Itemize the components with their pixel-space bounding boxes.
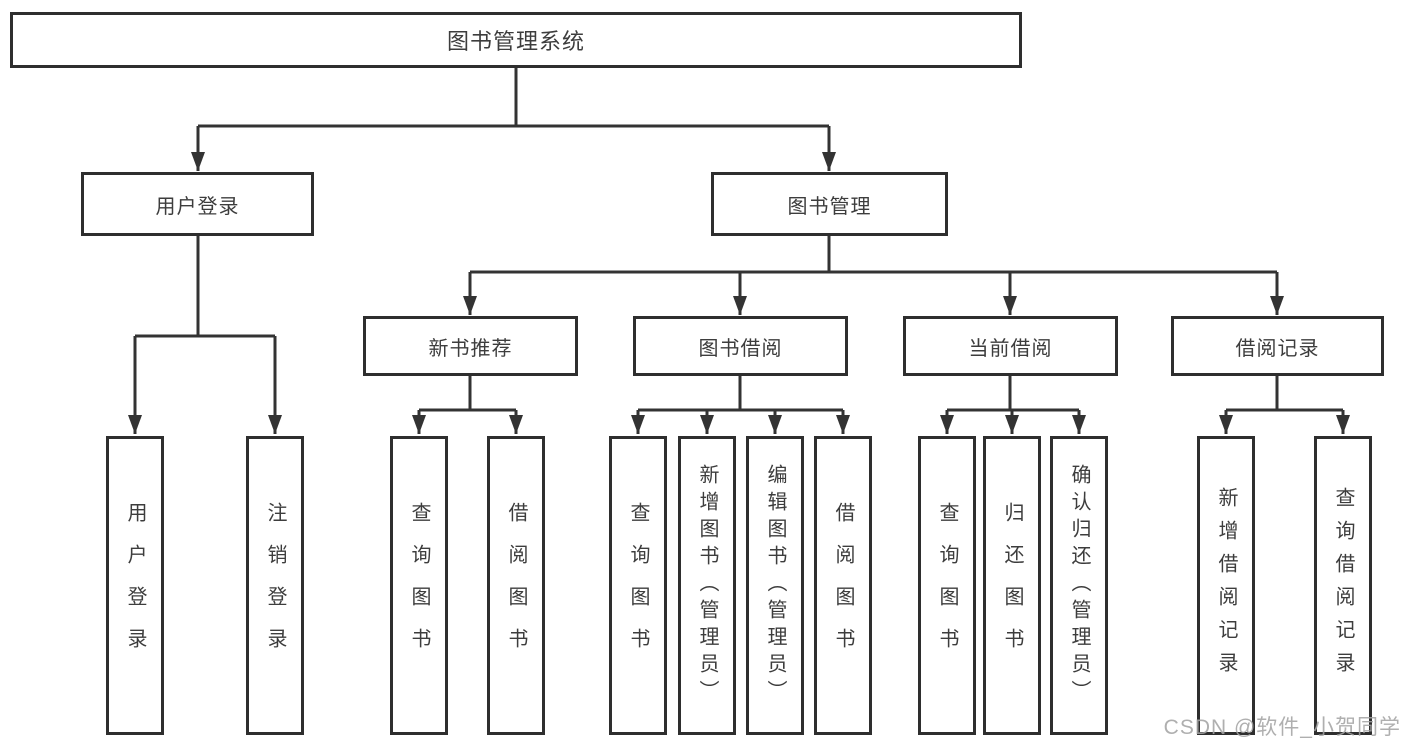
leaf-query-borrow-record: 查询借阅记录 xyxy=(1314,436,1372,735)
node-label: 借阅记录 xyxy=(1235,337,1320,360)
node-label: 新书推荐 xyxy=(428,337,513,360)
node-label: 用户登录 xyxy=(124,501,146,670)
node-label: 查询图书 xyxy=(936,501,958,670)
leaf-query-books-recommend: 查询图书 xyxy=(390,436,448,735)
node-book-management: 图书管理 xyxy=(711,172,948,236)
node-label: 图书借阅 xyxy=(698,337,783,360)
leaf-add-borrow-record: 新增借阅记录 xyxy=(1197,436,1255,735)
node-label: 用户登录 xyxy=(155,195,240,218)
node-label: 注销登录 xyxy=(264,501,286,670)
leaf-borrow-books-recommend: 借阅图书 xyxy=(487,436,545,735)
leaf-query-books-current: 查询图书 xyxy=(918,436,976,735)
node-label: 图书管理 xyxy=(787,195,872,218)
node-label: 查询图书 xyxy=(408,501,430,670)
leaf-logout: 注销登录 xyxy=(246,436,304,735)
leaf-user-login: 用户登录 xyxy=(106,436,164,735)
node-label: 借阅图书 xyxy=(832,501,854,670)
leaf-query-books-borrow: 查询图书 xyxy=(609,436,667,735)
node-borrow-records: 借阅记录 xyxy=(1171,316,1384,376)
node-label: 查询借阅记录 xyxy=(1332,486,1354,685)
node-label: 借阅图书 xyxy=(505,501,527,670)
leaf-edit-book-admin: 编辑图书（管理员） xyxy=(746,436,804,735)
node-label: 归还图书 xyxy=(1001,501,1023,670)
node-label: 确认归还（管理员） xyxy=(1068,464,1090,707)
node-book-borrowing: 图书借阅 xyxy=(633,316,848,376)
leaf-confirm-return-admin: 确认归还（管理员） xyxy=(1050,436,1108,735)
node-current-borrowing: 当前借阅 xyxy=(903,316,1118,376)
node-label: 图书管理系统 xyxy=(446,29,585,54)
leaf-return-books: 归还图书 xyxy=(983,436,1041,735)
node-label: 新增图书（管理员） xyxy=(696,464,718,707)
leaf-add-book-admin: 新增图书（管理员） xyxy=(678,436,736,735)
node-system-root: 图书管理系统 xyxy=(10,12,1022,68)
node-label: 编辑图书（管理员） xyxy=(764,464,786,707)
leaf-borrow-books: 借阅图书 xyxy=(814,436,872,735)
node-label: 新增借阅记录 xyxy=(1215,486,1237,685)
node-new-book-recommend: 新书推荐 xyxy=(363,316,578,376)
node-user-login: 用户登录 xyxy=(81,172,314,236)
node-label: 当前借阅 xyxy=(968,337,1053,360)
node-label: 查询图书 xyxy=(627,501,649,670)
